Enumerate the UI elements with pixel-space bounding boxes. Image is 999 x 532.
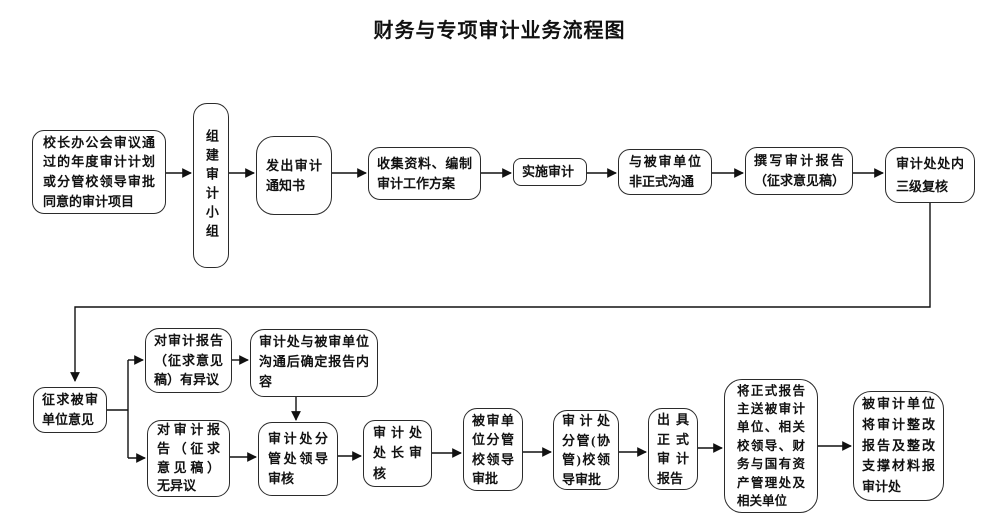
node-solicit-opinions-label: 征求被审单位意见 [42,392,98,427]
node-form-team: 组建审计小组 [193,103,229,268]
node-dept-leader-review-label: 审计处分管处领导审核 [268,430,328,487]
node-form-team-label: 组建审计小组 [203,128,219,243]
node-unit-leader-approval-label: 被审单位分管校领导审批 [472,412,514,487]
node-communicate-confirm-label: 审计处与被审单位沟通后确定报告内容 [259,334,369,390]
node-send-report-label: 将正式报告主送被审计单位、相关校领导、财务与国有资产管理处及相关单位 [737,383,805,508]
node-director-review-label: 审计处处长审核 [373,425,422,481]
node-three-level-review-label: 审计处处内三级复核 [896,155,964,194]
node-school-leader-approval: 审计处分管(协管)校领导审批 [553,410,619,490]
node-rectification-report: 被审计单位将审计整改报告及整改支撑材料报审计处 [853,391,944,501]
node-collect-data: 收集资料、编制审计工作方案 [368,147,481,200]
node-annual-plan: 校长办公会审议通过的年度审计计划或分管校领导审批同意的审计项目 [32,130,166,214]
node-rectification-report-label: 被审计单位将审计整改报告及整改支撑材料报审计处 [862,396,935,495]
node-draft-report: 撰写审计报告（征求意见稿） [745,147,853,195]
node-issue-report-label: 出具正式审计报告 [657,412,689,486]
node-dept-leader-review: 审计处分管处领导审核 [258,422,338,496]
node-implement-audit: 实施审计 [513,158,587,186]
node-collect-data-label: 收集资料、编制审计工作方案 [377,155,472,191]
node-informal-communication: 与被审单位非正式沟通 [618,149,712,195]
node-no-objection: 对审计报告（征求意见稿）无异议 [147,420,230,497]
node-unit-leader-approval: 被审单位分管校领导审批 [463,408,523,491]
node-annual-plan-label: 校长办公会审议通过的年度审计计划或分管校领导审批同意的审计项目 [43,134,155,209]
connector-review-to-solicit [70,203,931,382]
node-school-leader-approval-label: 审计处分管(协管)校领导审批 [562,413,610,487]
node-objection-label: 对审计报告（征求意见稿）有异议 [154,333,223,388]
node-communicate-confirm: 审计处与被审单位沟通后确定报告内容 [250,329,378,397]
node-send-report: 将正式报告主送被审计单位、相关校领导、财务与国有资产管理处及相关单位 [724,379,818,513]
page-title: 财务与专项审计业务流程图 [373,20,626,42]
node-implement-audit-label: 实施审计 [522,164,575,180]
node-draft-report-label: 撰写审计报告（征求意见稿） [754,153,846,188]
node-no-objection-label: 对审计报告（征求意见稿）无异议 [157,421,220,494]
node-objection: 对审计报告（征求意见稿）有异议 [145,328,232,393]
node-three-level-review: 审计处处内三级复核 [885,147,975,203]
node-director-review: 审计处处长审核 [363,420,432,487]
node-issue-report: 出具正式审计报告 [648,408,698,490]
node-audit-notice-label: 发出审计通知书 [266,157,322,193]
node-audit-notice: 发出审计通知书 [256,136,332,215]
node-solicit-opinions: 征求被审单位意见 [33,387,107,433]
node-informal-communication-label: 与被审单位非正式沟通 [629,154,701,189]
